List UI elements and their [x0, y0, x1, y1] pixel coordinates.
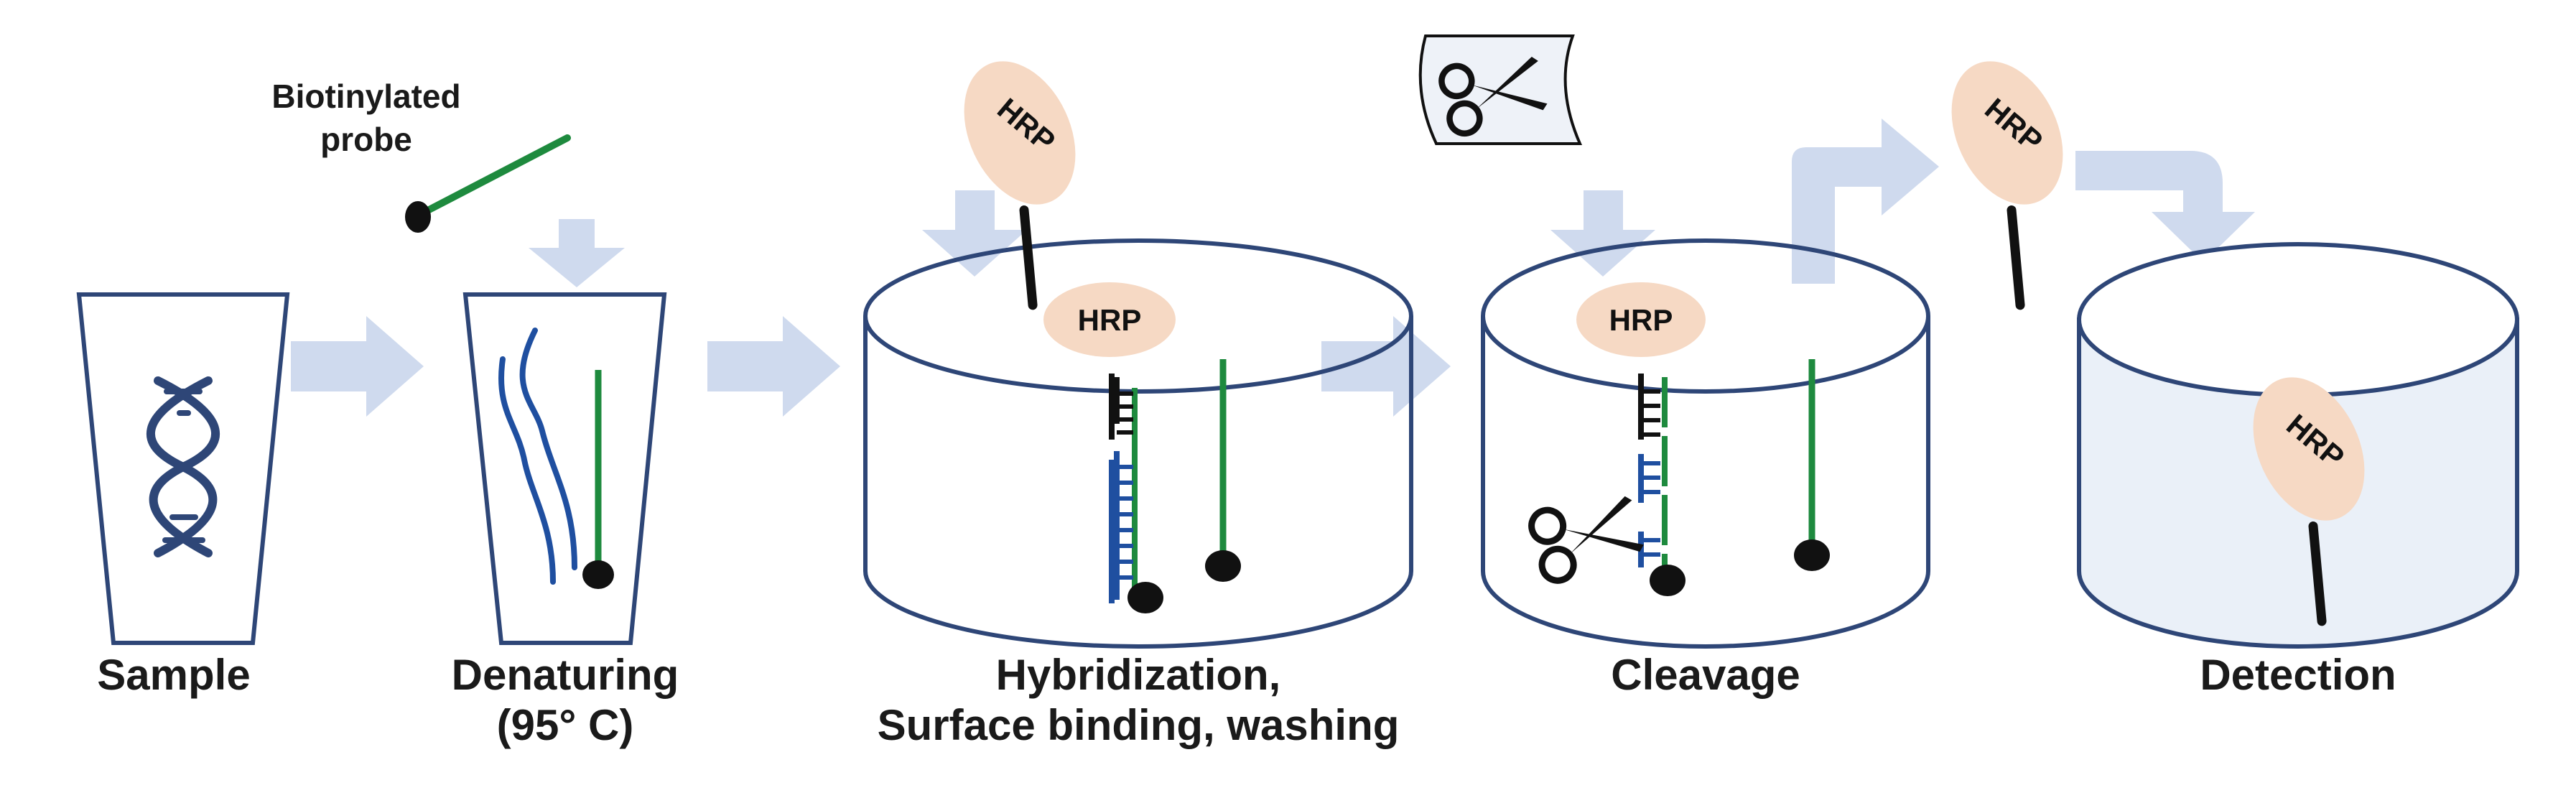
hrp-on-duplex: HRP [1576, 282, 1706, 357]
arrow-sample-to-denaturing [291, 316, 424, 417]
separated-target-strands [498, 328, 577, 585]
step-label-cleavage: Cleavage [1611, 651, 1800, 699]
hybridization-well: HRP [863, 238, 1413, 649]
arrow-hybridization-to-cleavage [1321, 316, 1451, 417]
captured-duplex [1109, 374, 1163, 613]
cleavage-well: HRP [1481, 238, 1930, 649]
step-sublabel-hybridization: Surface binding, washing [878, 701, 1400, 749]
biotinylated-probe [405, 134, 571, 233]
hrp-conjugate-free: HRP [964, 61, 1076, 310]
unbound-probe-bead [1794, 539, 1830, 571]
arrow-release-hrp [1792, 119, 1939, 284]
flow-arrows [291, 119, 2255, 417]
arrow-hrp-into-well [922, 190, 1027, 277]
hrp-label: HRP [1609, 303, 1673, 337]
step-label-denaturing: Denaturing [452, 651, 679, 699]
hrp-label: HRP [1078, 303, 1142, 337]
unbound-probe-bead [1205, 550, 1241, 582]
cleavage-enzyme-card [1418, 34, 1583, 145]
probe-label-line2: probe [320, 121, 412, 158]
denaturing-tube [462, 292, 667, 645]
dna-double-helix-icon [147, 376, 220, 557]
hrp-conjugate-released: HRP [1951, 61, 2063, 310]
step-label-sample: Sample [97, 651, 250, 699]
scissors-icon [1528, 488, 1647, 584]
arrow-enzyme-into-well [1550, 190, 1655, 277]
step-sublabel-denaturing: (95° C) [497, 701, 634, 749]
arrow-to-detection [2075, 151, 2255, 262]
cleaved-duplex [1638, 374, 1685, 596]
detection-well: HRP [2077, 242, 2519, 649]
step-label-detection: Detection [2200, 651, 2396, 699]
biotin-bead [582, 560, 614, 589]
arrow-denaturing-to-hybridization [707, 316, 840, 417]
probe-label-line1: Biotinylated [271, 78, 460, 115]
hrp-in-solution: HRP [2253, 377, 2365, 626]
sample-tube [76, 292, 290, 645]
hrp-on-duplex: HRP [1043, 282, 1176, 357]
step-label-hybridization: Hybridization, [996, 651, 1281, 699]
arrow-probe-down [529, 219, 625, 287]
